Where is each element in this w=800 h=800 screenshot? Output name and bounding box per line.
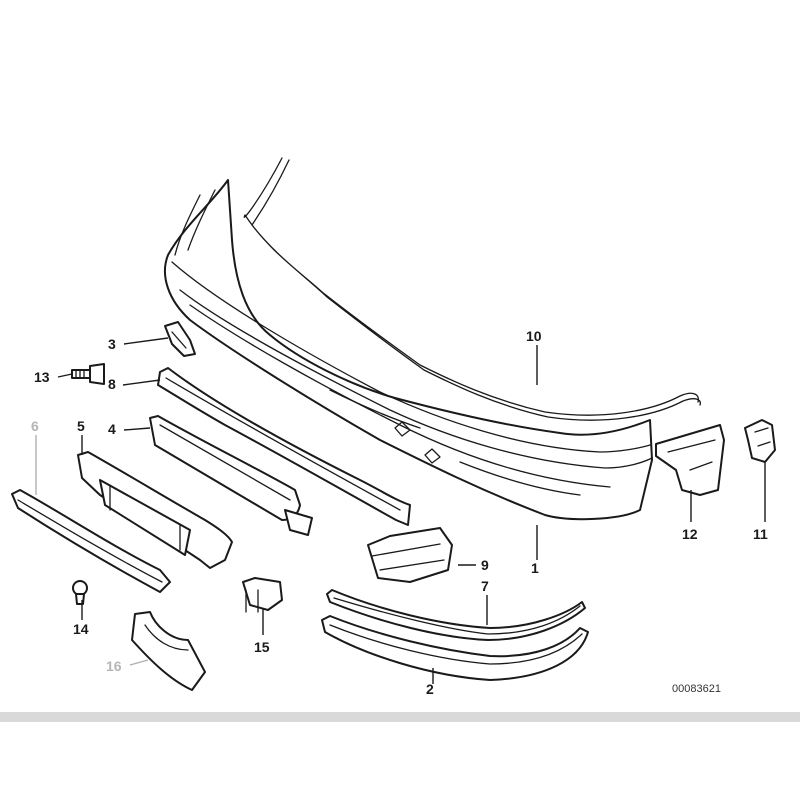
leader-lines bbox=[35, 337, 766, 684]
callout-5: 5 bbox=[77, 418, 85, 434]
diagram-id: 00083621 bbox=[672, 683, 721, 695]
part-9-air-duct bbox=[367, 527, 453, 583]
callout-2: 2 bbox=[426, 681, 434, 697]
callout-8: 8 bbox=[108, 376, 116, 392]
bottom-band bbox=[0, 712, 800, 722]
callout-13: 13 bbox=[34, 369, 50, 385]
callout-9: 9 bbox=[481, 557, 489, 573]
part-1-bumper-cover bbox=[164, 179, 653, 521]
part-6-lower-trim bbox=[11, 489, 171, 593]
part-12-side-bracket bbox=[655, 424, 725, 496]
part-11-side-clip bbox=[744, 419, 776, 463]
callout-12: 12 bbox=[682, 526, 698, 542]
callout-10: 10 bbox=[526, 328, 542, 344]
part-16-cover bbox=[131, 611, 206, 691]
part-14-plug bbox=[72, 580, 88, 605]
callout-labels: 1 2 3 4 5 6 7 8 9 10 11 12 13 14 15 16 bbox=[31, 328, 768, 697]
callout-16: 16 bbox=[106, 658, 122, 674]
callout-3: 3 bbox=[108, 336, 116, 352]
part-10-upper-seal bbox=[243, 157, 702, 421]
part-2-moulding-lower bbox=[321, 615, 589, 681]
part-5-plate-holder bbox=[77, 451, 233, 569]
part-4-grille-frame bbox=[149, 415, 313, 536]
callout-14: 14 bbox=[73, 621, 89, 637]
part-13-bolt bbox=[71, 363, 105, 385]
callout-6: 6 bbox=[31, 418, 39, 434]
part-3-bracket bbox=[164, 321, 196, 357]
part-15-mounting-clip bbox=[242, 577, 283, 613]
part-8-carrier-strip bbox=[157, 367, 411, 526]
part-7-moulding-upper bbox=[326, 589, 586, 641]
callout-4: 4 bbox=[108, 421, 116, 437]
callout-7: 7 bbox=[481, 578, 489, 594]
callout-15: 15 bbox=[254, 639, 270, 655]
callout-11: 11 bbox=[753, 526, 768, 542]
callout-1: 1 bbox=[531, 560, 539, 576]
